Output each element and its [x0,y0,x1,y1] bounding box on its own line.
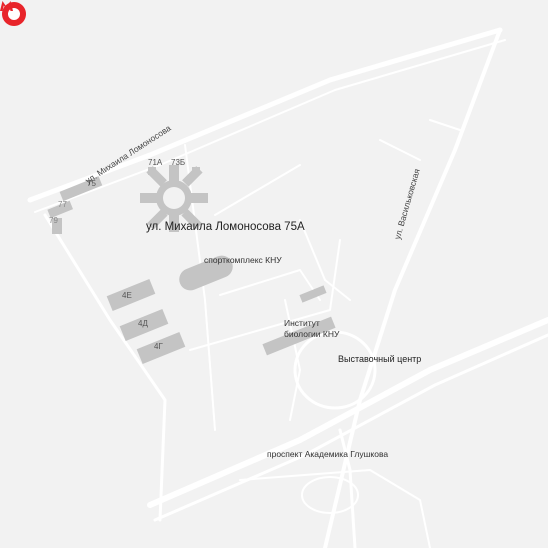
building-number-4e: 4Е [122,291,132,300]
building-4d [119,308,169,342]
metro-icon[interactable] [0,0,13,12]
building-number-79: 79 [49,216,58,225]
building-77 [47,200,73,219]
building-4e [106,278,156,312]
road-east-2 [429,119,461,131]
road-south-1 [338,428,357,548]
road-campus-inner5 [284,299,301,421]
road-campus-west [43,213,167,522]
road-lomonosova-edge [34,39,506,213]
label-biology-line2: биологии КНУ [284,329,340,339]
road-glushkova-edge [153,333,548,522]
road-campus-inner6 [299,219,351,301]
building-number-77: 77 [58,200,67,209]
roundabout-metro [293,330,377,410]
road-vasylkivska [323,28,502,548]
road-lomonosova [27,27,503,203]
location-pin-icon[interactable] [0,0,28,28]
metro-station-label: Выставочный центр [338,354,422,364]
building-number-4g: 4Г [154,342,163,351]
pin-address-label: ул. Михаила Ломоносова 75А [146,221,305,233]
building-sport [179,255,233,291]
road-south-2 [239,469,431,548]
metro-m [0,1,13,11]
roundabout-south [301,476,359,514]
building-biology [262,316,336,356]
building-75 [59,176,103,202]
building-number-4d: 4Д [138,319,148,328]
building-number-75: 75 [87,179,96,188]
road-east-1 [379,139,421,161]
building-number-71a: 71А [148,158,163,167]
label-sport-complex: спорткомплекс КНУ [204,255,282,265]
road-glushkova [147,317,548,508]
street-label-glushkova: проспект Академика Глушкова [267,449,389,459]
building-small-1 [299,285,327,303]
building-79 [52,218,62,234]
building-4g [136,331,186,365]
building-number-73b: 73Б [171,158,186,167]
building-71a-73b [140,165,208,232]
road-campus-inner2 [214,164,301,216]
road-campus-inner3 [189,239,341,351]
label-biology-line1: Институт [284,318,320,328]
